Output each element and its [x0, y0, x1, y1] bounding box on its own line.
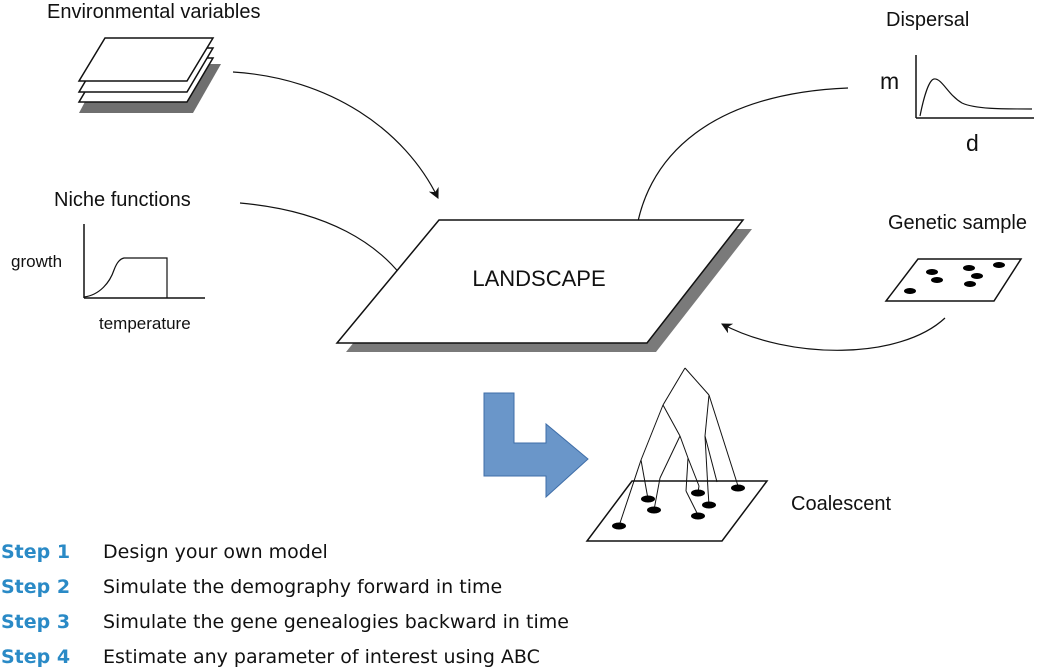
coalescent-tree: [585, 367, 769, 542]
step-1-key: Step 1: [1, 541, 70, 563]
dispersal-y-axis-label: m: [880, 68, 899, 94]
step-1-text: Design your own model: [103, 541, 328, 563]
step-arrow-icon: [483, 392, 589, 499]
dispersal-x-axis-label: d: [966, 130, 979, 156]
step-2-text: Simulate the demography forward in time: [103, 576, 502, 598]
niche-y-axis-label: growth: [11, 252, 62, 271]
step-2-key: Step 2: [1, 576, 70, 598]
coalescent-sample-points: [612, 484, 745, 530]
landscape-plane: [335, 219, 752, 352]
arrow-environmental-to-landscape: [232, 71, 439, 199]
genetic-sample-label: Genetic sample: [888, 212, 1027, 234]
landscape-label: LANDSCAPE: [472, 266, 605, 291]
step-4-key: Step 4: [1, 646, 70, 668]
step-3-key: Step 3: [1, 611, 70, 633]
arrow-genetic-to-landscape: [721, 317, 946, 351]
dispersal-label: Dispersal: [886, 9, 969, 31]
step-4-text: Estimate any parameter of interest using…: [103, 646, 540, 668]
coalescent-label: Coalescent: [791, 493, 892, 515]
step-3-text: Simulate the gene genealogies backward i…: [103, 611, 569, 633]
dispersal-kernel-plot: [915, 55, 1034, 119]
niche-x-axis-label: temperature: [99, 314, 191, 333]
arrow-dispersal-to-landscape: [629, 87, 849, 252]
genetic-sample-plane: [884, 258, 1023, 302]
niche-functions-label: Niche functions: [54, 189, 191, 211]
niche-function-plot: [83, 224, 205, 299]
stacked-layers-icon: [77, 37, 221, 113]
environmental-variables-label: Environmental variables: [47, 1, 260, 23]
steps-list: Step 1 Design your own model Step 2 Simu…: [1, 541, 569, 668]
